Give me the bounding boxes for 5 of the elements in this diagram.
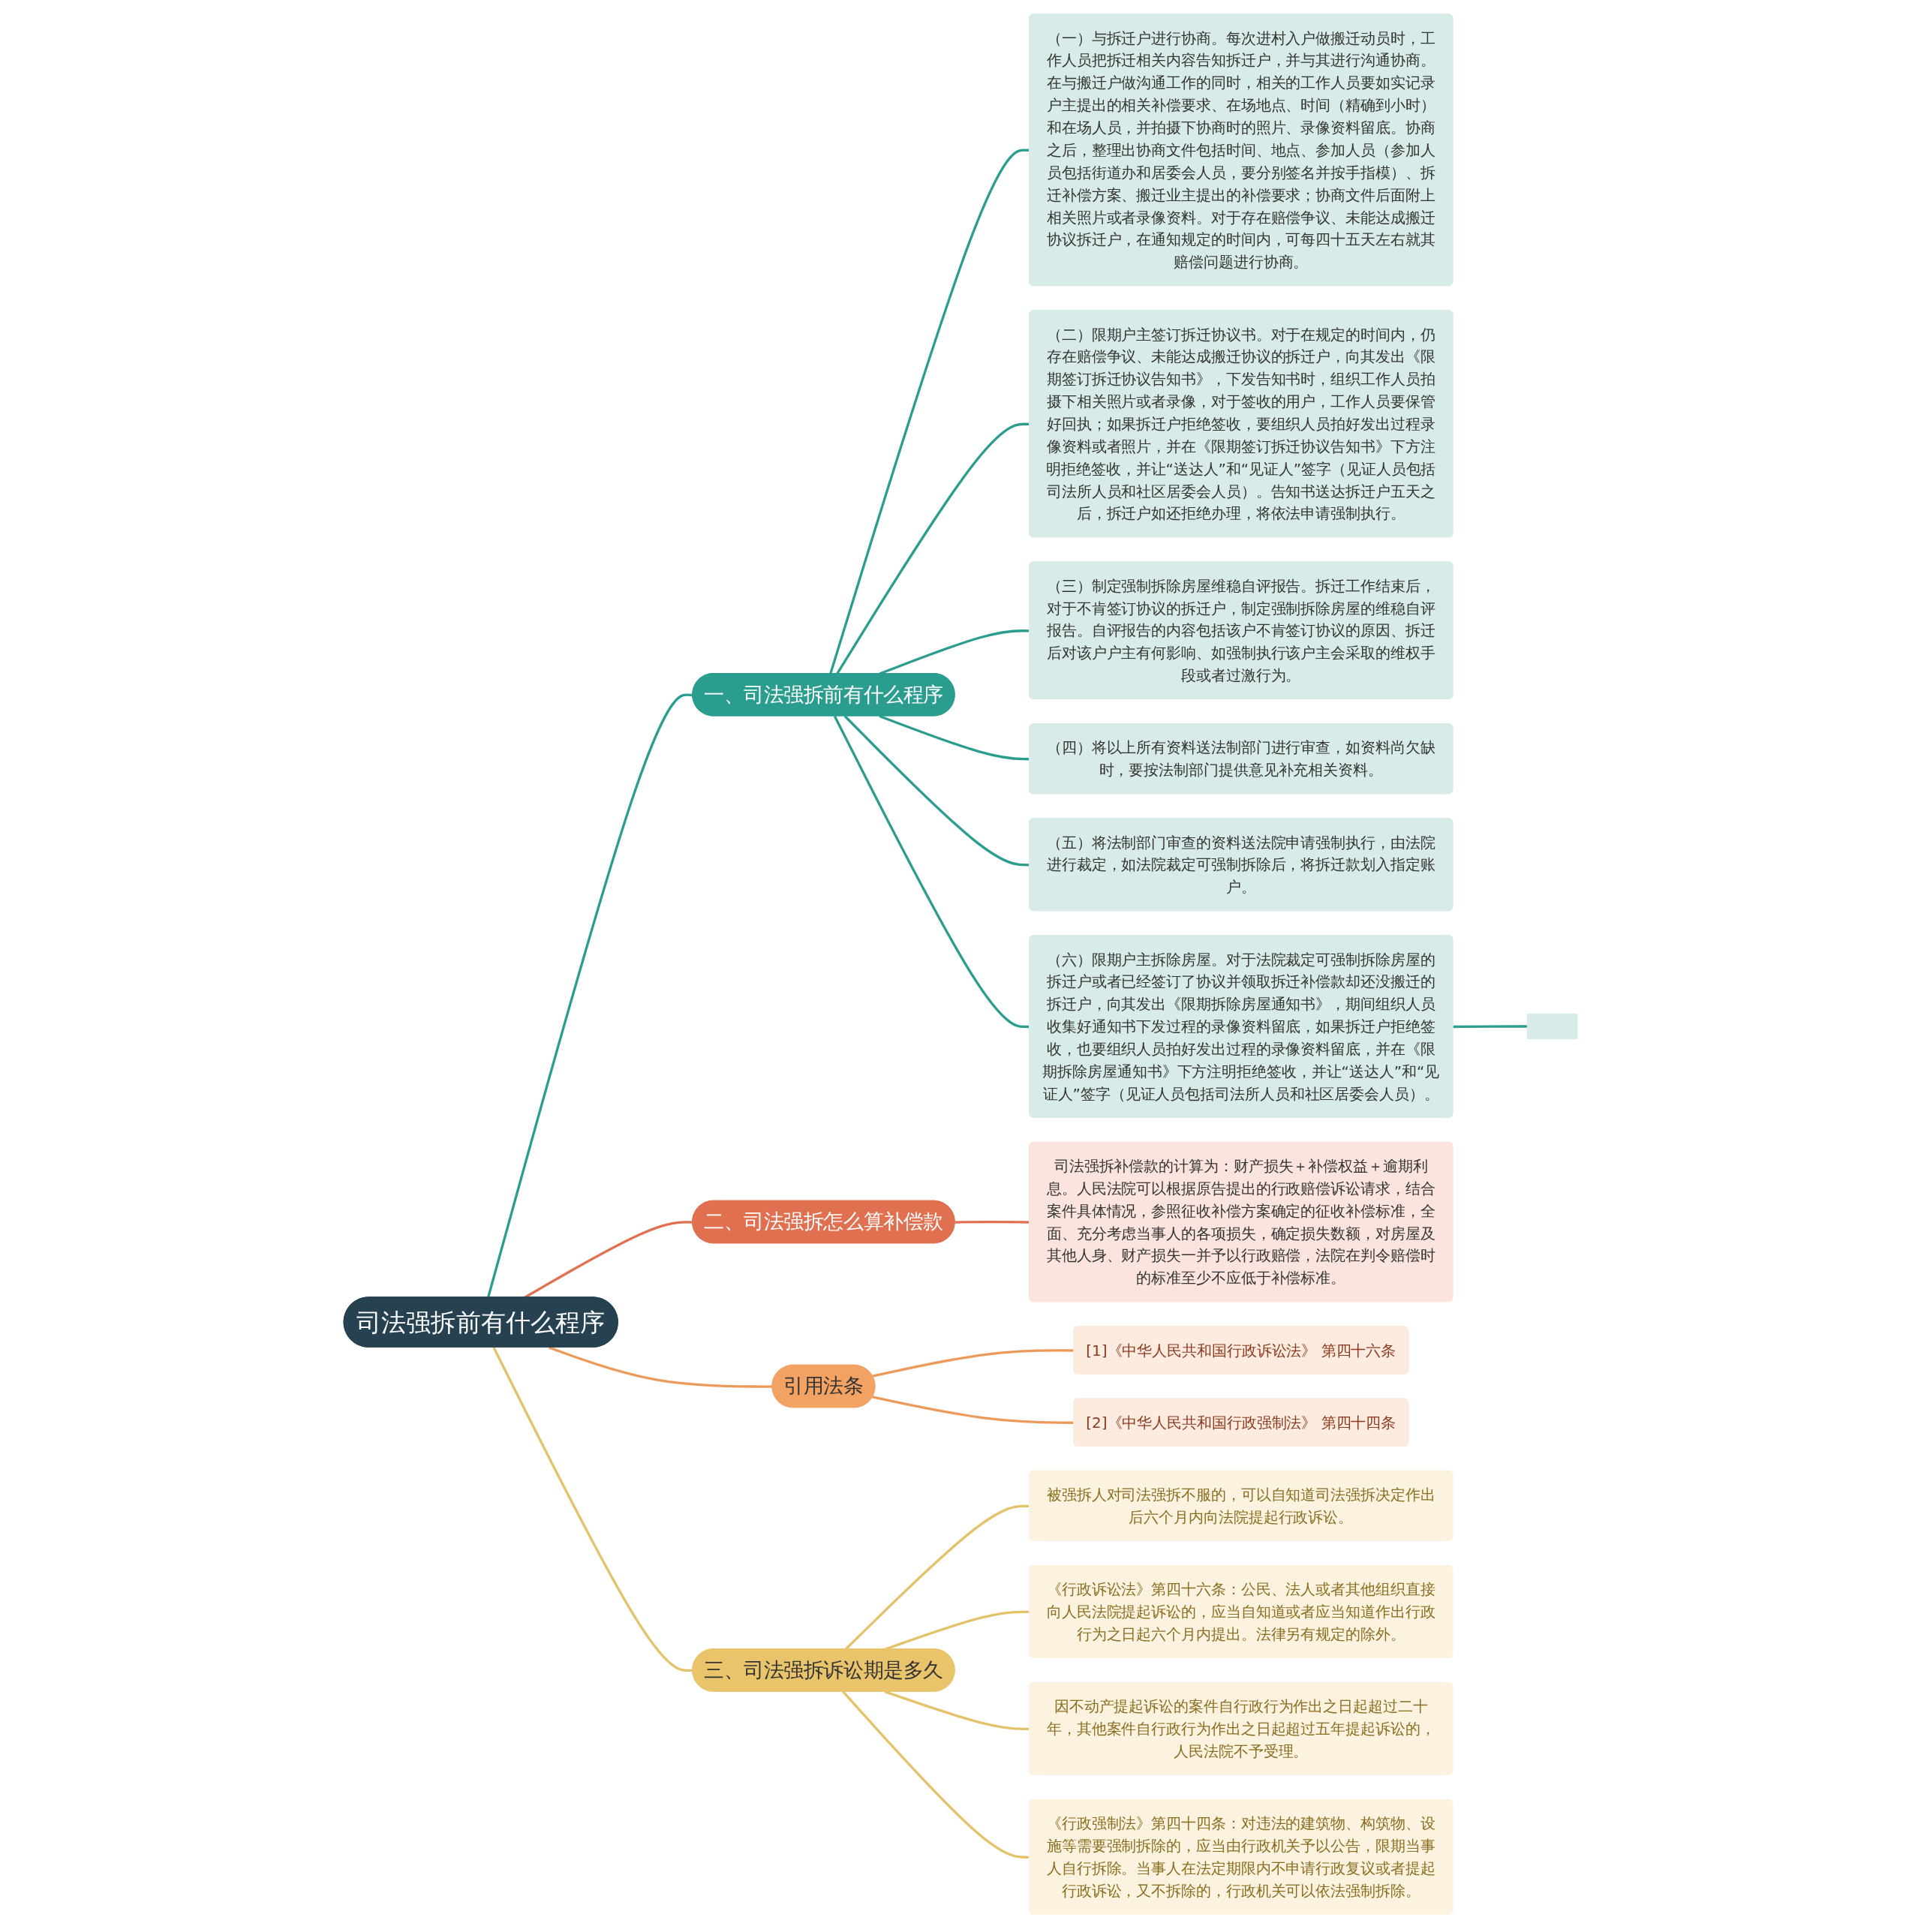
connector (1453, 1025, 1528, 1029)
connector (486, 693, 693, 1298)
node-box (1526, 1013, 1578, 1040)
connector (548, 1346, 773, 1388)
connector (492, 1347, 693, 1672)
